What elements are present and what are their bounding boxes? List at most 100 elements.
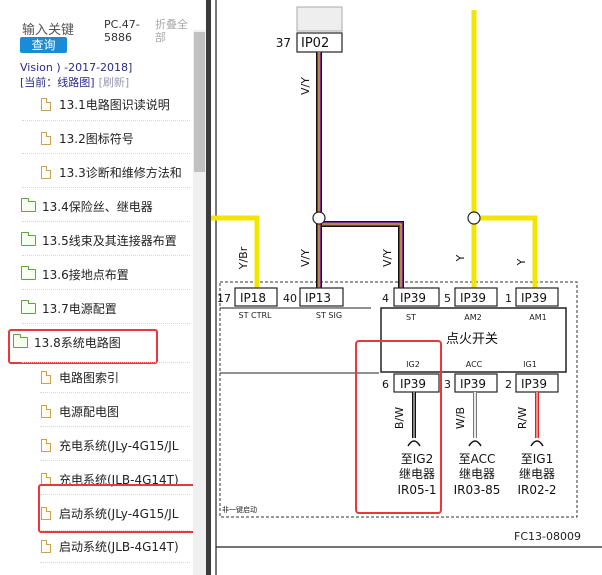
non-keyless-label: 非一键启动: [222, 505, 257, 514]
model-version-text: Vision ) -2017-2018]: [20, 61, 133, 74]
tree-item-label: 13.8系统电路图: [34, 335, 121, 350]
tree-item-label: 电路图索引: [59, 370, 120, 385]
tree-item-label: 13.7电源配置: [42, 301, 117, 316]
tree-item-circuit-index[interactable]: 电路图索引: [41, 367, 119, 387]
current-location-label: [当前：线路图]: [20, 76, 95, 89]
file-icon: [41, 165, 51, 179]
wiring-diagram: IP02 37 V/Y V/Y V/Y Y/Br Y Y IP18 17 ST …: [211, 0, 602, 575]
switch-terminal-am2: AM2: [464, 313, 481, 322]
tree-item-starting-jlb[interactable]: 启动系统(JLB-4G14T): [41, 536, 179, 556]
connector-ip13-func: ST SIG: [316, 311, 342, 320]
connector-ip39-ig1-pin: 2: [505, 378, 512, 391]
dest-ig2-line3: IR05-1: [397, 483, 436, 497]
tree-item-13-5[interactable]: 13.5线束及其连接器布置: [21, 230, 177, 250]
non-keyless-module-border: [219, 281, 578, 518]
wire-label-v-y-top: V/Y: [299, 77, 312, 95]
top-connector-housing: [296, 6, 343, 32]
wire-terminal-arrow: [530, 440, 544, 447]
connector-ip13: [299, 287, 344, 307]
dest-acc-line1: 至ACC: [459, 452, 496, 466]
wire-y-br: [211, 215, 260, 288]
tree-item-13-8[interactable]: 13.8系统电路图: [13, 332, 121, 352]
dest-ig1-line2: 继电器: [519, 467, 555, 481]
tree-item-charging-jlb[interactable]: 充电系统(JLB-4G14T): [41, 469, 191, 489]
tree-item-charging-jly[interactable]: 充电系统(JLy-4G15/JL: [41, 435, 191, 455]
tree-item-13-7[interactable]: 13.7电源配置: [21, 298, 117, 318]
file-icon: [41, 438, 51, 452]
current-location-line: [当前：线路图][刷新]: [20, 74, 129, 90]
ignition-switch-name: 点火开关: [446, 332, 498, 347]
connector-ip39-am2: [454, 287, 498, 307]
wire-y-am1: [474, 215, 538, 288]
tree-item-13-2[interactable]: 13.2图标符号: [41, 128, 134, 148]
refresh-link[interactable]: [刷新]: [98, 76, 130, 89]
file-icon: [41, 97, 51, 111]
file-icon: [41, 131, 51, 145]
connector-ip39-ig2: [393, 373, 440, 393]
wire-label-v-y-2: V/Y: [381, 249, 394, 267]
connector-ip39-am1-name: IP39: [521, 291, 547, 305]
file-icon: [41, 539, 51, 553]
collapse-all-link[interactable]: 折叠全部: [155, 18, 188, 44]
folder-open-icon: [13, 333, 28, 348]
connector-ip02-pin: 37: [276, 36, 291, 50]
tree-item-13-3[interactable]: 13.3诊断和维修方法和: [41, 162, 191, 182]
connector-ip39-am2-name: IP39: [460, 291, 486, 305]
dest-ig1-line1: 至IG1: [521, 452, 553, 466]
scrollbar-thumb[interactable]: [194, 32, 205, 172]
tree-item-label: 13.2图标符号: [59, 131, 134, 146]
diagram-highlight-box: [355, 340, 442, 514]
connector-ip39-am1-pin: 1: [505, 292, 512, 305]
connector-ip39-acc-name: IP39: [460, 377, 486, 391]
pc-code-text: PC.47-5886: [104, 18, 140, 44]
wire-label-b-w: B/W: [393, 407, 406, 429]
tree-item-power-distribution[interactable]: 电源配电图: [41, 401, 119, 421]
file-icon: [41, 404, 51, 418]
dest-ig2-line1: 至IG2: [401, 452, 433, 466]
wire-terminal-arrow: [407, 440, 421, 447]
tree-highlight-box: [38, 484, 200, 533]
connector-ip39-st-pin: 4: [382, 292, 389, 305]
tree-item-label: 13.4保险丝、继电器: [42, 199, 153, 214]
connector-ip39-ig2-pin: 6: [382, 378, 389, 391]
tree-item-label: 13.6接地点布置: [42, 267, 129, 282]
switch-terminal-am1: AM1: [529, 313, 546, 322]
connector-ip39-am1: [515, 287, 559, 307]
tree-item-13-6[interactable]: 13.6接地点布置: [21, 264, 129, 284]
panel-divider[interactable]: [206, 0, 211, 575]
connector-ip39-am2-pin: 5: [444, 292, 451, 305]
dest-acc-line3: IR03-85: [454, 483, 501, 497]
tree-item-label: 电源配电图: [59, 404, 120, 419]
connector-ip02-name: IP02: [301, 36, 329, 51]
file-icon: [41, 506, 51, 520]
tree-highlight-box: [8, 329, 158, 364]
wire-junction-dot: [467, 211, 481, 225]
search-keyword-label[interactable]: 输入关键: [22, 23, 75, 38]
dest-acc-line2: 继电器: [459, 467, 495, 481]
wire-terminal-arrow: [468, 440, 482, 447]
tree-item-13-1[interactable]: 13.1电路图识读说明: [41, 94, 170, 114]
switch-terminal-ig2: IG2: [406, 360, 420, 369]
connector-ip39-st-name: IP39: [400, 291, 426, 305]
wire-label-y-br: Y/Br: [237, 246, 250, 270]
tree-item-label: 充电系统(JLB-4G14T): [59, 472, 179, 487]
wire-label-y-1: Y: [454, 254, 467, 262]
folder-icon: [21, 265, 36, 280]
connector-ip18-pin: 17: [217, 292, 231, 305]
tree-item-label: 启动系统(JLB-4G14T): [59, 539, 179, 554]
search-button[interactable]: 查询: [20, 37, 67, 53]
figure-code: FC13-08009: [514, 530, 581, 543]
folder-icon: [21, 231, 36, 246]
tree-item-label: 充电系统(JLy-4G15/JL: [59, 438, 179, 453]
connector-ip39-ig1-name: IP39: [521, 377, 547, 391]
tree-item-starting-jly[interactable]: 启动系统(JLy-4G15/JL: [41, 503, 191, 523]
tree-item-label: 13.3诊断和维修方法和: [59, 165, 182, 180]
navigation-tree-panel: 输入关键 查询 PC.47-5886 折叠全部 Vision ) -2017-2…: [0, 0, 206, 575]
switch-terminal-acc: ACC: [466, 360, 483, 369]
wire-label-v-y-1: V/Y: [299, 249, 312, 267]
connector-ip39-st: [393, 287, 440, 307]
tree-item-13-4[interactable]: 13.4保险丝、继电器: [21, 196, 153, 216]
file-icon: [41, 370, 51, 384]
tree-item-label: 13.1电路图识读说明: [59, 97, 170, 112]
folder-icon: [21, 197, 36, 212]
